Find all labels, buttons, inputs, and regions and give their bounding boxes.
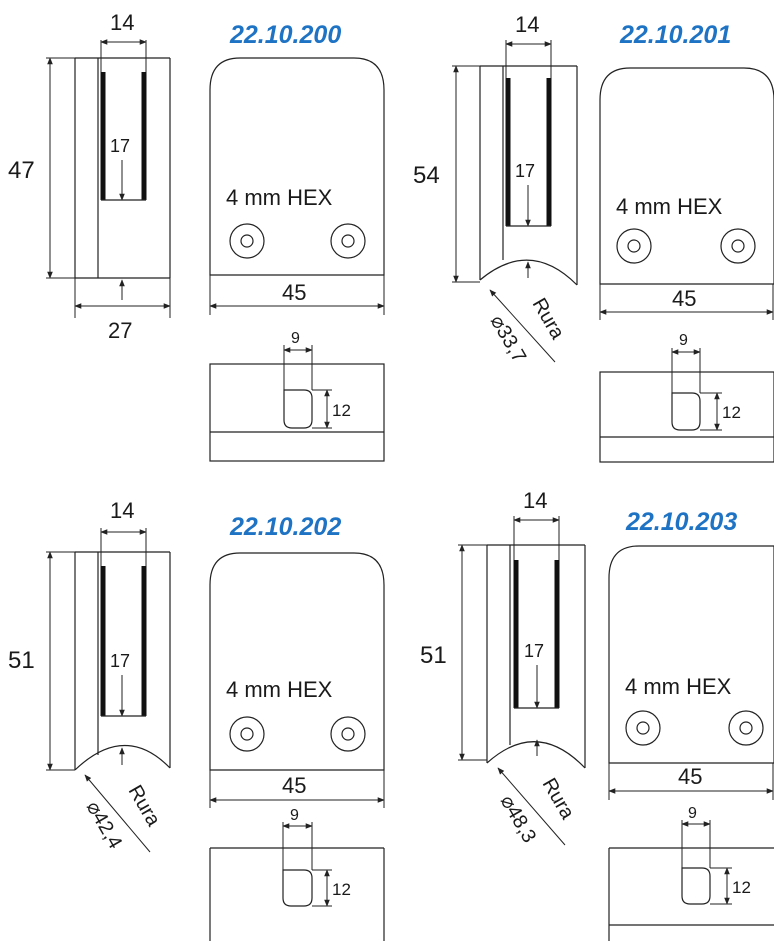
hole-width-label: 9 xyxy=(688,805,697,822)
front-width-label: 45 xyxy=(678,764,702,789)
hex-screw-icon xyxy=(229,716,265,752)
slot-depth-label: 17 xyxy=(110,136,130,156)
slot-width-label: 14 xyxy=(523,488,547,513)
screw-label: 4 mm HEX xyxy=(625,674,732,699)
bottom-view: 9 12 xyxy=(209,807,385,941)
hex-screw-icon xyxy=(330,716,366,752)
screw-label: 4 mm HEX xyxy=(616,194,723,219)
pipe-leader-line xyxy=(489,289,556,363)
product-code: 22.10.203 xyxy=(625,508,737,536)
product-code: 22.10.201 xyxy=(619,21,731,49)
screw-label: 4 mm HEX xyxy=(226,677,333,702)
hole-width-label: 9 xyxy=(679,332,688,349)
pipe-leader-line xyxy=(497,767,566,846)
product-22-10-203: 22.10.203 14 51 17 Rura ⌀48,3 xyxy=(420,488,774,941)
product-22-10-201: 22.10.201 14 54 17 Rura ⌀33,7 xyxy=(413,12,774,463)
hex-screw-icon xyxy=(616,228,652,264)
bottom-view: 9 12 xyxy=(599,332,774,463)
pipe-label: Rura xyxy=(124,782,165,831)
slot-width-label: 14 xyxy=(110,10,134,35)
front-width-label: 45 xyxy=(282,280,306,305)
pipe-diameter-label: ⌀42,4 xyxy=(82,798,127,853)
product-22-10-200: 22.10.200 14 47 17 27 xyxy=(8,10,385,462)
bottom-view: 9 12 xyxy=(608,805,774,941)
slot-width-label: 14 xyxy=(110,498,134,523)
bottom-view: 9 12 xyxy=(209,330,385,462)
height-label: 47 xyxy=(8,157,35,184)
front-view: 4 mm HEX 45 xyxy=(599,67,774,320)
front-width-label: 45 xyxy=(282,773,306,798)
height-label: 54 xyxy=(413,162,440,189)
side-view: 14 47 17 27 xyxy=(8,10,171,343)
slot-depth-label: 17 xyxy=(110,651,130,671)
pipe-diameter-label: ⌀48,3 xyxy=(496,792,541,847)
pipe-label: Rura xyxy=(528,295,569,344)
product-code: 22.10.200 xyxy=(229,21,341,49)
hole-height-label: 12 xyxy=(332,880,351,899)
slot-depth-label: 17 xyxy=(515,161,535,181)
front-view: 4 mm HEX 45 xyxy=(209,57,385,315)
hole-width-label: 9 xyxy=(291,330,300,347)
hole-height-label: 12 xyxy=(332,401,351,420)
height-label: 51 xyxy=(420,642,447,669)
hex-screw-icon xyxy=(330,223,366,259)
height-label: 51 xyxy=(8,647,35,674)
side-view: 14 54 17 Rura ⌀33,7 xyxy=(413,12,578,367)
screw-label: 4 mm HEX xyxy=(226,185,333,210)
hex-screw-icon xyxy=(728,710,764,746)
pipe-leader-line xyxy=(84,774,151,853)
product-code: 22.10.202 xyxy=(229,513,341,541)
side-view: 14 51 17 Rura ⌀42,4 xyxy=(8,498,171,853)
pipe-label: Rura xyxy=(538,775,579,824)
front-width-label: 45 xyxy=(672,286,696,311)
hole-height-label: 12 xyxy=(732,878,751,897)
hex-screw-icon xyxy=(625,710,661,746)
hex-screw-icon xyxy=(720,228,756,264)
slot-depth-label: 17 xyxy=(524,641,544,661)
front-view: 4 mm HEX 45 xyxy=(209,552,385,808)
slot-width-label: 14 xyxy=(515,12,539,37)
base-width-label: 27 xyxy=(108,318,132,343)
pipe-diameter-label: ⌀33,7 xyxy=(486,312,531,367)
product-22-10-202: 22.10.202 14 51 17 Rura ⌀42,4 xyxy=(8,498,385,941)
front-view: 4 mm HEX 45 xyxy=(608,545,774,800)
side-view: 14 51 17 Rura ⌀48,3 xyxy=(420,488,586,847)
hole-width-label: 9 xyxy=(290,807,299,824)
hole-height-label: 12 xyxy=(722,403,741,422)
hex-screw-icon xyxy=(229,223,265,259)
